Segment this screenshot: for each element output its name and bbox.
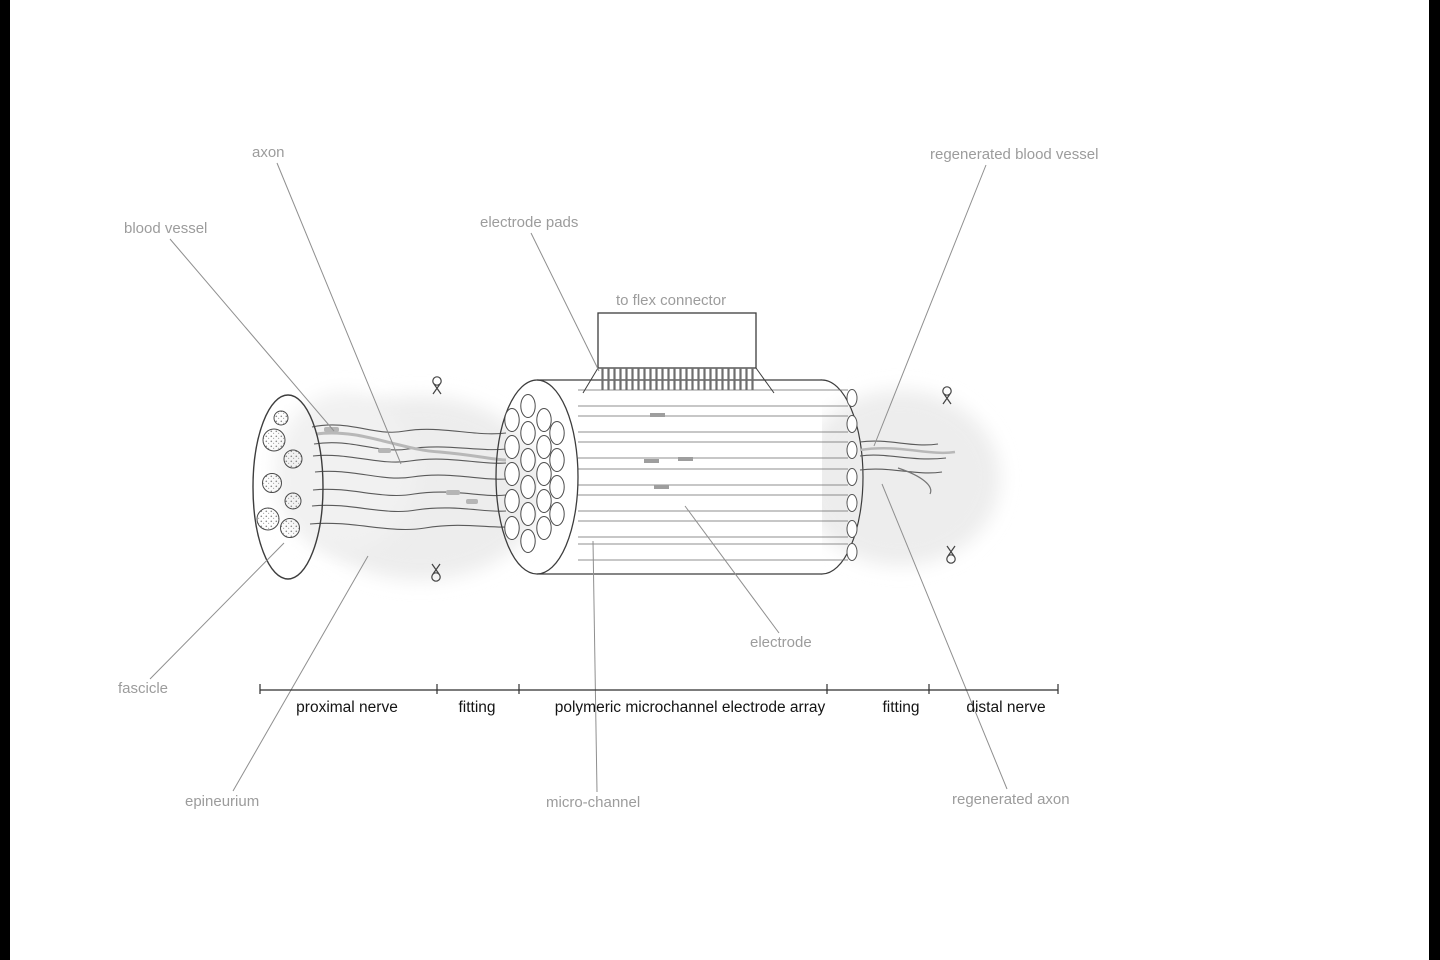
proximal-axon-lines: [309, 424, 507, 531]
label-electrode-pads: electrode pads: [480, 214, 578, 231]
scale-segment-array: polymeric microchannel electrode array: [555, 699, 826, 716]
electrode-pads-band: [600, 368, 754, 390]
epineurium-outline: [252, 394, 324, 580]
fascicles: [256, 410, 303, 538]
right-edge-bar: [1429, 0, 1440, 960]
label-micro-channel: micro-channel: [546, 794, 640, 811]
leader-line-regenerated-axon: [881, 483, 1008, 790]
label-regenerated-blood-vessel: regenerated blood vessel: [930, 146, 1098, 163]
label-epineurium: epineurium: [185, 793, 259, 810]
leader-line-blood-vessel: [169, 238, 335, 432]
anatomical-labels: axon blood vessel electrode pads to flex…: [118, 144, 1098, 811]
electrode-sites: [644, 413, 693, 489]
suture-knot-icon: [432, 376, 442, 395]
leader-line-axon: [276, 162, 402, 465]
nerve-cross-section: [252, 394, 324, 580]
scale-segment-fitting-left: fitting: [458, 699, 495, 716]
microchannel-array-body: [537, 379, 864, 575]
label-blood-vessel: blood vessel: [124, 220, 207, 237]
label-regenerated-axon: regenerated axon: [952, 791, 1070, 808]
leader-line-epineurium: [232, 555, 369, 792]
micro-channel-openings: [504, 394, 565, 553]
regenerated-axon-lines: [859, 440, 956, 495]
leader-line-electrode-pads: [530, 232, 600, 372]
left-edge-bar: [0, 0, 10, 960]
scale-segment-distal-nerve: distal nerve: [966, 699, 1045, 716]
leader-line-micro-channel: [592, 540, 598, 793]
micro-channel-tubes: [578, 389, 848, 561]
tube-end-openings: [846, 389, 858, 561]
leader-line-fascicle: [149, 542, 285, 680]
scale-segment-proximal-nerve: proximal nerve: [296, 699, 398, 716]
label-to-flex-connector: to flex connector: [616, 292, 726, 309]
label-fascicle: fascicle: [118, 680, 168, 697]
label-axon: axon: [252, 144, 285, 161]
array-proximal-face: [495, 379, 579, 575]
leader-line-electrode: [684, 505, 780, 634]
proximal-blood-vessel: [315, 427, 507, 504]
scale-segment-fitting-right: fitting: [882, 699, 919, 716]
scale-ticks: [259, 684, 1059, 694]
leader-line-regenerated-blood-vessel: [873, 164, 987, 447]
region-scale: proximal nerve fitting polymeric microch…: [259, 684, 1059, 716]
leader-lines: [149, 162, 1008, 793]
flex-connector-block: [582, 312, 775, 394]
label-electrode: electrode: [750, 634, 812, 651]
